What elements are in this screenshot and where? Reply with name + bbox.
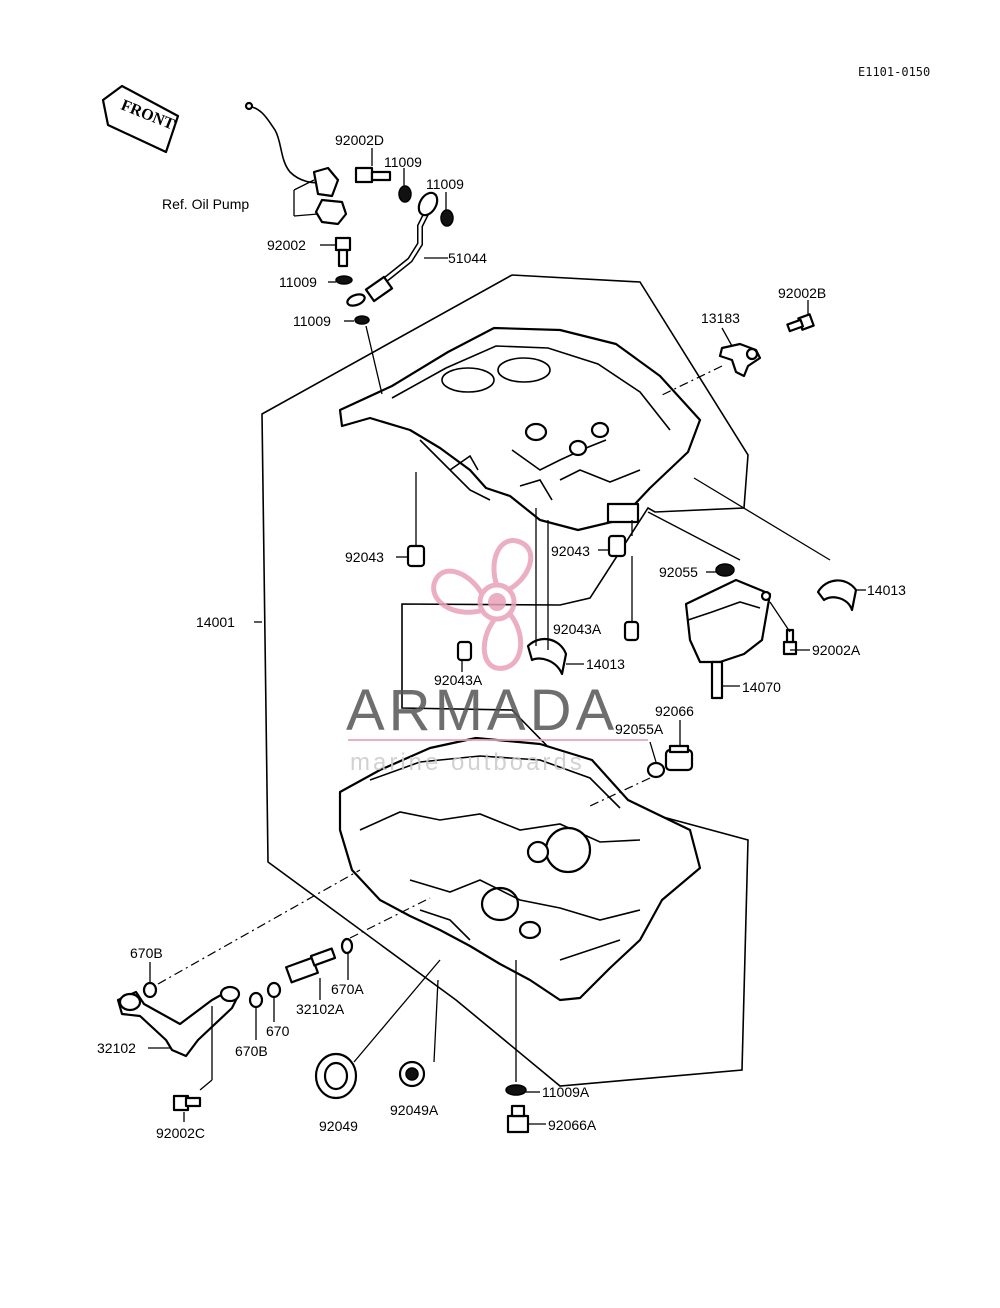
lower-crankcase (338, 736, 702, 1002)
watermark-tagline: marine outboards (350, 749, 585, 776)
label-32102: 32102 (97, 1040, 136, 1056)
label-92049: 92049 (319, 1118, 358, 1134)
dowel-pin-92043-a (406, 544, 426, 568)
oring-670 (266, 981, 282, 999)
washer-11009-d (354, 315, 370, 325)
bracket-13183 (718, 342, 762, 378)
washer-11009-a (398, 185, 412, 203)
oring-670A (340, 937, 354, 955)
dowel-pin-92043A-b (456, 640, 473, 662)
label-92002D: 92002D (335, 132, 384, 148)
label-92002A: 92002A (812, 642, 861, 658)
cap-92055 (715, 563, 735, 577)
label-51044: 51044 (448, 250, 487, 266)
label-92002C: 92002C (156, 1125, 205, 1141)
label-92002: 92002 (267, 237, 306, 253)
label-92066A: 92066A (548, 1117, 597, 1133)
half-ring-14013-b (526, 637, 568, 676)
label-92043A-a: 92043A (553, 621, 602, 637)
armada-watermark: ARMADA marine outboards (346, 538, 648, 776)
label-14001: 14001 (196, 614, 235, 630)
washer-11009A (505, 1084, 527, 1096)
label-13183: 13183 (701, 310, 740, 326)
label-92043A-b: 92043A (434, 672, 483, 688)
label-11009-c: 11009 (279, 274, 317, 290)
plug-92066A (506, 1104, 530, 1134)
diagram-code: E1101-0150 (858, 65, 930, 79)
label-14070: 14070 (742, 679, 781, 695)
breather-14070 (684, 578, 772, 700)
label-92043-b: 92043 (551, 543, 590, 559)
ref-oil-pump-label: Ref. Oil Pump (162, 196, 249, 212)
label-670: 670 (266, 1023, 290, 1039)
label-92002B: 92002B (778, 285, 826, 301)
label-11009A: 11009A (542, 1084, 590, 1100)
bolt-92002 (334, 236, 352, 268)
label-670A: 670A (331, 981, 364, 997)
dowel-pin-92043-b (607, 534, 627, 558)
propeller-logo-icon (431, 538, 534, 671)
half-ring-14013-a (816, 579, 858, 612)
shaft-32102A (285, 947, 337, 984)
label-92066: 92066 (655, 703, 694, 719)
label-11009-b: 11009 (426, 176, 464, 192)
oil-seal-92049 (314, 1052, 358, 1100)
washer-11009-b (440, 209, 454, 227)
bolt-92002D (354, 166, 392, 184)
label-92049A: 92049A (390, 1102, 439, 1118)
label-14013-b: 14013 (586, 656, 625, 672)
plug-92066 (664, 744, 694, 772)
label-11009-a: 11009 (384, 154, 422, 170)
bolt-92002A (782, 628, 798, 656)
label-92055A: 92055A (615, 721, 664, 737)
washer-11009-c (335, 275, 353, 285)
label-92043-a: 92043 (345, 549, 384, 565)
bolt-92002B (786, 313, 815, 333)
upper-crankcase (338, 326, 702, 532)
leader-lines (148, 148, 866, 1125)
label-32102A: 32102A (296, 1001, 345, 1017)
shift-shaft-32102 (116, 985, 241, 1058)
label-92055: 92055 (659, 564, 698, 580)
bolt-92002C (172, 1094, 202, 1112)
watermark-brand: ARMADA (346, 678, 618, 743)
label-670B-a: 670B (130, 945, 163, 961)
oring-92055A (646, 761, 666, 779)
oil-seal-92049A (398, 1060, 426, 1088)
label-670B-b: 670B (235, 1043, 268, 1059)
oil-pump-sensor (244, 101, 348, 226)
oil-pipe-51044 (346, 191, 439, 307)
label-11009-d: 11009 (293, 313, 331, 329)
oring-670B-b (248, 991, 264, 1009)
dowel-pin-92043A-a (623, 620, 640, 642)
label-14013-a: 14013 (867, 582, 906, 598)
front-arrow-icon: FRONT (101, 84, 180, 154)
oring-670B-a (142, 981, 158, 999)
